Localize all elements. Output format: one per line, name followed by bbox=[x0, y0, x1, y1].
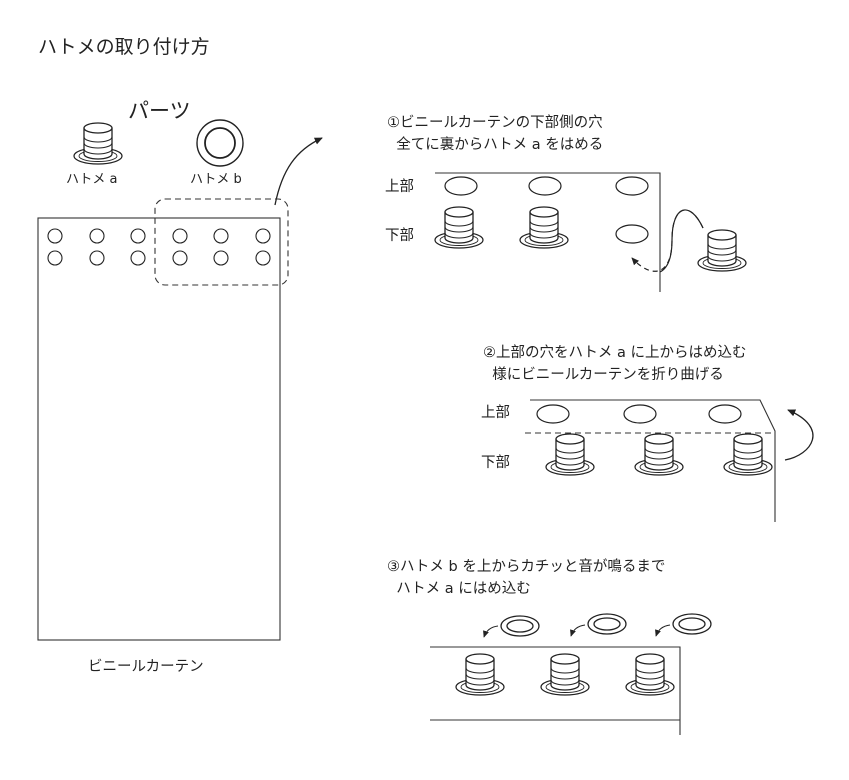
step3-grommet-a bbox=[540, 653, 590, 696]
vinyl-curtain bbox=[37, 198, 289, 641]
step3-grommet-b bbox=[587, 613, 627, 635]
step3-grommet-a bbox=[455, 653, 505, 696]
parts-heading: パーツ bbox=[128, 99, 191, 123]
step2-lower-label: 下部 bbox=[481, 455, 510, 471]
step1-lower-label: 下部 bbox=[385, 228, 414, 244]
curtain-label: ビニールカーテン bbox=[88, 659, 204, 675]
grommet-b-label: ハトメ b bbox=[190, 172, 242, 187]
step3-instruction-line2: ハトメ a にはめ込む bbox=[387, 581, 531, 597]
step2-grommet-a bbox=[545, 433, 595, 476]
step1-instruction-line1: ①ビニールカーテンの下部側の穴 bbox=[387, 115, 603, 131]
step2-instruction-line1: ②上部の穴をハトメ a に上からはめ込む bbox=[483, 345, 747, 361]
step3-illustration bbox=[430, 613, 712, 735]
step1-illustration bbox=[434, 172, 747, 292]
arrow-to-step1 bbox=[274, 137, 323, 206]
step2-instruction-line2: 様にビニールカーテンを折り曲げる bbox=[483, 367, 724, 383]
step1-grommet-a bbox=[697, 229, 747, 272]
grommet-a-label: ハトメ a bbox=[66, 172, 118, 187]
step3-instruction-line1: ③ハトメ b を上からカチッと音が鳴るまで bbox=[387, 559, 666, 575]
step1-instruction-line2: 全てに裏からハトメ a をはめる bbox=[387, 137, 604, 153]
step3-grommet-b bbox=[500, 615, 540, 637]
curtain-holes bbox=[47, 228, 271, 266]
step2-upper-label: 上部 bbox=[481, 405, 510, 421]
step1-grommet-a bbox=[519, 206, 569, 249]
step2-grommet-a bbox=[634, 433, 684, 476]
zoom-area-outline bbox=[154, 198, 289, 286]
step2-grommet-a bbox=[723, 433, 773, 476]
step3-grommet-a bbox=[625, 653, 675, 696]
grommet-a-part bbox=[73, 122, 123, 165]
step3-grommet-b bbox=[672, 613, 712, 635]
grommet-b-part bbox=[196, 119, 244, 167]
step1-upper-label: 上部 bbox=[385, 179, 414, 195]
step2-illustration bbox=[525, 399, 814, 522]
page-title: ハトメの取り付け方 bbox=[38, 36, 210, 58]
step1-grommet-a bbox=[434, 206, 484, 249]
